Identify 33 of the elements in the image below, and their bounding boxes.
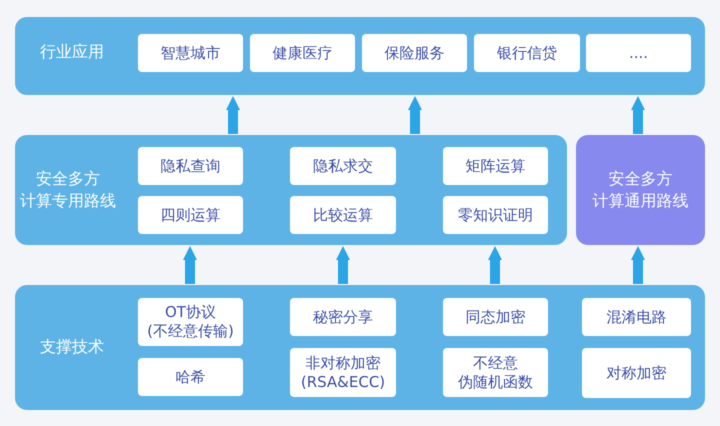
item-box: 智慧城市 [138, 34, 243, 72]
item-box: 对称加密 [582, 348, 691, 398]
item-box: .... [586, 34, 691, 72]
layer-panel [15, 135, 567, 245]
item-box: 不经意伪随机函数 [443, 348, 548, 397]
arrow [631, 96, 645, 134]
item-box: 比较运算 [290, 196, 396, 234]
arrow [183, 246, 197, 284]
layer-panel [15, 17, 705, 95]
item-box: 秘密分享 [290, 298, 396, 336]
layer-panel [15, 285, 705, 410]
item-box: 混淆电路 [582, 298, 691, 336]
item-box: 银行信贷 [474, 34, 580, 72]
arrow [226, 96, 240, 134]
item-box: 健康医疗 [250, 34, 355, 72]
item-box: 哈希 [138, 358, 243, 396]
arrow [408, 96, 422, 134]
item-box: 非对称加密(RSA&ECC) [290, 348, 396, 397]
item-box: 矩阵运算 [443, 147, 548, 185]
arrow [336, 246, 350, 284]
arrow [631, 246, 645, 284]
route-box: 安全多方计算通用路线 [576, 135, 705, 245]
layer-title: 行业应用 [40, 41, 104, 63]
layer-title: 支撑技术 [40, 336, 104, 358]
item-box: 零知识证明 [443, 196, 548, 234]
item-box: OT协议(不经意传输) [138, 298, 243, 346]
item-box: 隐私查询 [138, 147, 243, 185]
item-box: 隐私求交 [290, 147, 396, 185]
arrow [488, 246, 502, 284]
item-box: 同态加密 [443, 298, 548, 336]
item-box: 四则运算 [138, 196, 243, 234]
item-box: 保险服务 [362, 34, 467, 72]
layer-title: 安全多方计算专用路线 [20, 168, 116, 212]
